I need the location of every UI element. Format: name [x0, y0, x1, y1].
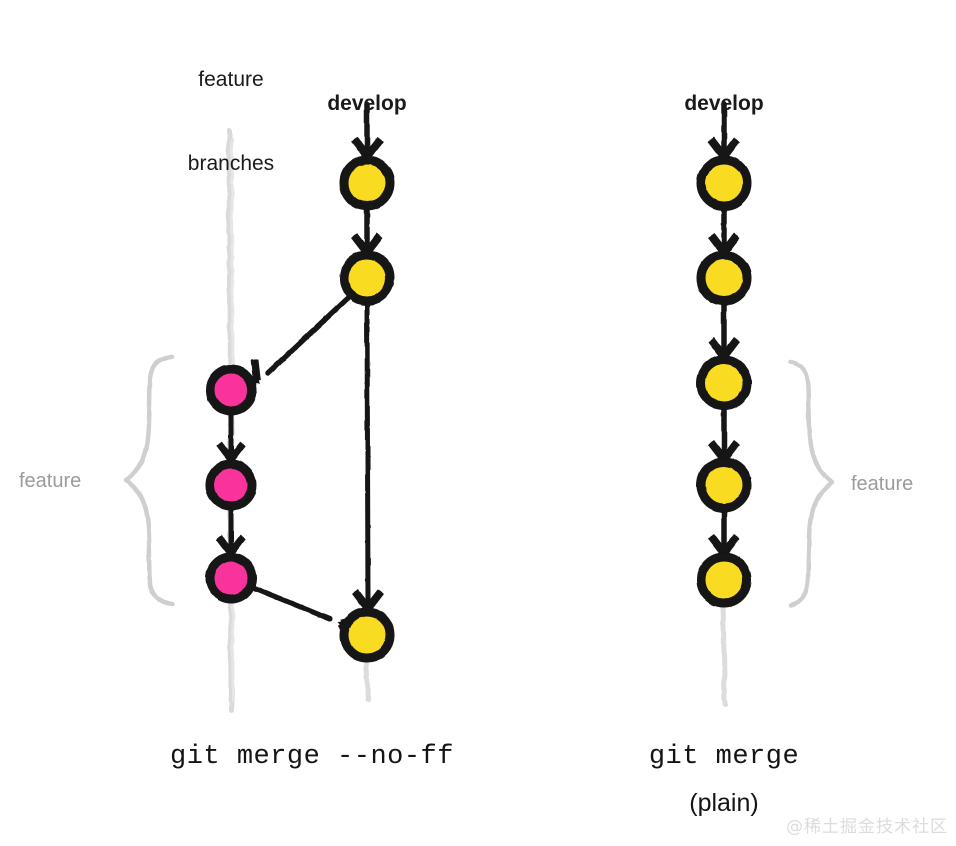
commit-node-plain-1	[696, 155, 752, 211]
brace-label-feature-right: feature	[851, 473, 914, 495]
commit-node-feature-3	[205, 552, 257, 604]
commit-node-develop-2	[339, 250, 395, 306]
brace-left	[123, 354, 175, 607]
commit-node-plain-3	[696, 355, 752, 411]
column-header-line-1: feature	[198, 68, 264, 91]
commit-node-feature-2	[205, 459, 257, 511]
commit-node-develop-1	[339, 155, 395, 211]
commit-node-feature-1	[205, 364, 257, 416]
right-panel-edges	[708, 101, 740, 558]
column-header-develop-left: develop	[287, 34, 447, 146]
column-header-line-1: develop	[327, 92, 407, 115]
caption-right: git merge	[648, 742, 800, 772]
column-header-feature-branches: feature branches	[151, 10, 311, 206]
left-panel-edges	[216, 101, 384, 646]
branch-guide-lines	[226, 127, 728, 713]
column-header-develop-right: develop	[644, 34, 804, 146]
column-header-line-1: develop	[684, 92, 764, 115]
brace-label-feature-left: feature	[19, 470, 82, 492]
commit-node-develop-3	[339, 607, 395, 663]
column-header-line-2: branches	[187, 152, 275, 175]
commit-node-plain-5	[696, 552, 752, 608]
watermark: @稀土掘金技术社区	[786, 817, 948, 837]
left-panel-nodes	[205, 155, 395, 663]
brace-right	[787, 359, 835, 608]
caption-right-sub: (plain)	[689, 789, 759, 817]
commit-node-plain-2	[696, 250, 752, 306]
caption-left: git merge --no-ff	[170, 742, 454, 772]
commit-node-plain-4	[696, 457, 752, 513]
right-panel-nodes	[696, 155, 752, 608]
